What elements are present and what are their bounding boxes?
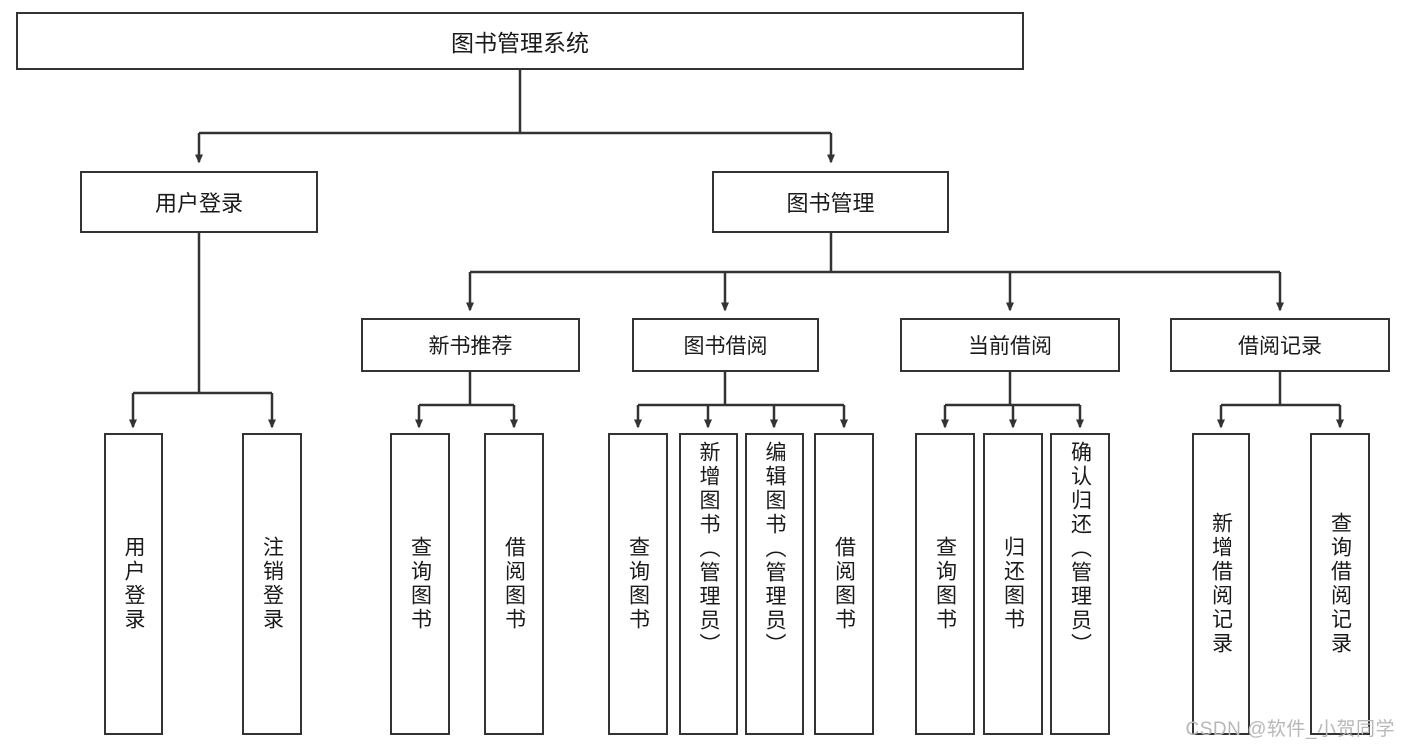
leaf-logout[interactable]: 注销登录	[242, 433, 302, 735]
node-book-management[interactable]: 图书管理	[712, 171, 949, 233]
leaf-query-book-recommend-label: 查询图书	[408, 536, 432, 632]
leaf-borrow-book[interactable]: 借阅图书	[814, 433, 874, 735]
leaf-query-book-borrow-label: 查询图书	[626, 536, 650, 632]
leaf-query-book-current[interactable]: 查询图书	[915, 433, 975, 735]
node-book-management-label: 图书管理	[786, 191, 875, 216]
leaf-query-book-recommend[interactable]: 查询图书	[390, 433, 450, 735]
leaf-query-book-current-label: 查询图书	[933, 536, 957, 632]
leaf-return-book[interactable]: 归还图书	[983, 433, 1043, 735]
leaf-user-login[interactable]: 用户登录	[104, 433, 163, 735]
node-root[interactable]: 图书管理系统	[16, 12, 1024, 70]
leaf-confirm-return-admin[interactable]: 确认归还（管理员）	[1050, 433, 1110, 735]
leaf-add-book-admin-label: 新增图书（管理员）	[697, 441, 720, 657]
leaf-query-borrow-record[interactable]: 查询借阅记录	[1310, 433, 1370, 735]
node-book-borrow-label: 图书借阅	[683, 335, 768, 358]
leaf-edit-book-admin[interactable]: 编辑图书（管理员）	[745, 433, 804, 735]
node-user-login-label: 用户登录	[154, 191, 243, 216]
leaf-query-borrow-record-label: 查询借阅记录	[1328, 512, 1352, 656]
leaf-borrow-book-label: 借阅图书	[832, 536, 856, 632]
leaf-add-borrow-record-label: 新增借阅记录	[1209, 512, 1233, 656]
node-new-book-recommend[interactable]: 新书推荐	[361, 318, 580, 372]
leaf-return-book-label: 归还图书	[1001, 536, 1025, 632]
leaf-borrow-book-recommend-label: 借阅图书	[502, 536, 526, 632]
leaf-add-book-admin[interactable]: 新增图书（管理员）	[679, 433, 738, 735]
leaf-edit-book-admin-label: 编辑图书（管理员）	[763, 441, 786, 657]
node-current-borrow[interactable]: 当前借阅	[900, 318, 1120, 372]
leaf-add-borrow-record[interactable]: 新增借阅记录	[1192, 433, 1250, 735]
node-user-login[interactable]: 用户登录	[80, 171, 318, 233]
leaf-logout-label: 注销登录	[260, 536, 284, 632]
leaf-confirm-return-admin-label: 确认归还（管理员）	[1068, 441, 1092, 657]
node-borrow-record[interactable]: 借阅记录	[1170, 318, 1390, 372]
node-current-borrow-label: 当前借阅	[968, 335, 1052, 358]
watermark-text: CSDN @软件_小贺同学	[1185, 719, 1395, 740]
leaf-borrow-book-recommend[interactable]: 借阅图书	[484, 433, 544, 735]
leaf-query-book-borrow[interactable]: 查询图书	[608, 433, 668, 735]
leaf-user-login-label: 用户登录	[122, 536, 145, 632]
node-new-book-recommend-label: 新书推荐	[428, 335, 513, 358]
node-borrow-record-label: 借阅记录	[1238, 335, 1322, 358]
node-root-label: 图书管理系统	[451, 30, 589, 56]
node-book-borrow[interactable]: 图书借阅	[632, 318, 819, 372]
